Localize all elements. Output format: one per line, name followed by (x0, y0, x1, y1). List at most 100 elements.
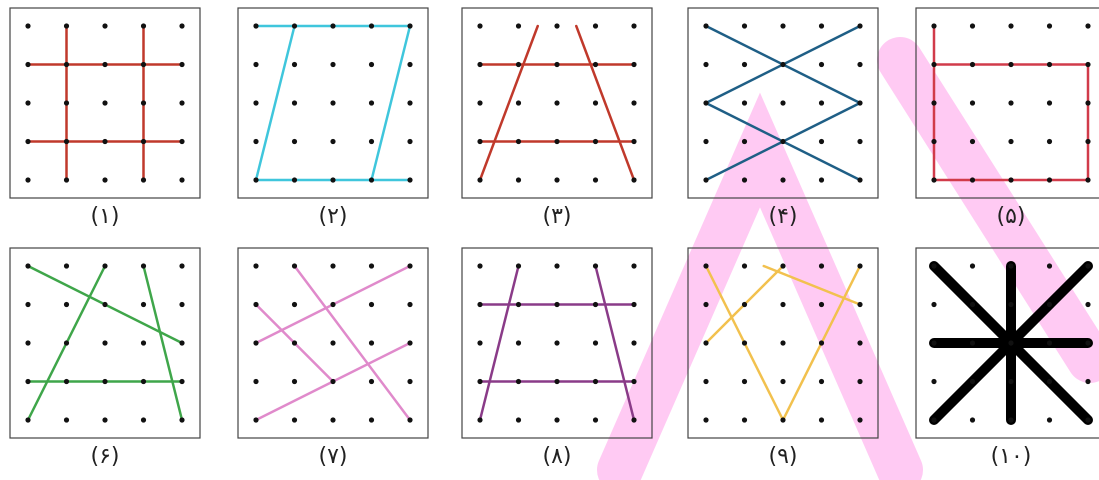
peg-dot (1046, 301, 1053, 308)
peg-dot (330, 378, 336, 385)
peg-dot (818, 263, 825, 269)
peg-dot (407, 23, 413, 29)
peg-dot (407, 263, 413, 269)
peg-dot (330, 340, 336, 346)
peg-dot (1008, 100, 1014, 106)
peg-dot (102, 417, 108, 423)
peg-dot (515, 177, 522, 183)
peg-dot (969, 340, 976, 346)
peg-dot (407, 138, 413, 145)
peg-dot (857, 417, 863, 423)
peg-dot (592, 417, 599, 423)
peg-dot (741, 417, 748, 423)
peg-dot (330, 301, 336, 308)
peg-dot (592, 100, 599, 106)
peg-dot (515, 138, 522, 145)
peg-dot (140, 417, 147, 423)
peg-dot (703, 301, 709, 308)
geoboard-panel-3 (461, 7, 653, 199)
peg-dot (253, 301, 259, 308)
peg-dot (1085, 263, 1091, 269)
peg-dot (1085, 61, 1091, 68)
peg-dot (554, 263, 560, 269)
peg-dot (1046, 138, 1053, 145)
peg-dot (631, 301, 637, 308)
peg-dot (330, 177, 336, 183)
peg-dot (931, 263, 937, 269)
panel-caption-9: (۹) (768, 444, 798, 469)
peg-dot (1046, 417, 1053, 423)
peg-dot (703, 417, 709, 423)
peg-dot (969, 23, 976, 29)
peg-dot (63, 263, 70, 269)
peg-dot (140, 263, 147, 269)
peg-dot (554, 417, 560, 423)
peg-dot (291, 340, 298, 346)
peg-dot (25, 177, 31, 183)
peg-dot (780, 177, 786, 183)
peg-dot (1008, 340, 1014, 346)
peg-dot (818, 301, 825, 308)
peg-dot (741, 340, 748, 346)
peg-dot (592, 177, 599, 183)
peg-dot (857, 340, 863, 346)
peg-dot (253, 61, 259, 68)
peg-dot (969, 378, 976, 385)
peg-dot (818, 177, 825, 183)
peg-dot (102, 378, 108, 385)
panel-caption-8: (۸) (542, 444, 572, 469)
panel-caption-10: (۱۰) (990, 444, 1032, 469)
peg-dot (63, 138, 70, 145)
peg-dot (703, 100, 709, 106)
peg-dot (253, 340, 259, 346)
peg-dot (407, 301, 413, 308)
peg-dot (592, 23, 599, 29)
peg-dot (25, 61, 31, 68)
peg-dot (554, 100, 560, 106)
peg-dot (857, 378, 863, 385)
peg-dot (179, 61, 185, 68)
peg-dot (291, 417, 298, 423)
peg-dot (631, 378, 637, 385)
peg-dot (703, 177, 709, 183)
peg-dot (1046, 177, 1053, 183)
peg-dot (703, 263, 709, 269)
peg-dot (969, 100, 976, 106)
peg-dot (140, 138, 147, 145)
peg-dot (63, 177, 70, 183)
peg-dot (291, 301, 298, 308)
peg-dot (780, 417, 786, 423)
geoboard-panel-1 (9, 7, 201, 199)
peg-dot (931, 177, 937, 183)
watermark-path (597, 37, 1099, 480)
peg-dot (407, 417, 413, 423)
geoboard-panel-5 (915, 7, 1099, 199)
peg-dot (330, 61, 336, 68)
segment-3 (478, 264, 520, 422)
peg-dot (407, 340, 413, 346)
peg-dot (857, 100, 863, 106)
peg-dot (554, 301, 560, 308)
peg-dot (253, 378, 259, 385)
peg-dot (253, 263, 259, 269)
peg-dot (291, 100, 298, 106)
peg-dot (477, 138, 483, 145)
peg-dot (25, 417, 31, 423)
peg-dot (477, 417, 483, 423)
peg-dot (368, 417, 375, 423)
peg-dot (631, 100, 637, 106)
peg-dot (554, 23, 560, 29)
peg-dot (330, 417, 336, 423)
peg-dot (291, 263, 298, 269)
peg-dot (515, 340, 522, 346)
peg-dot (780, 138, 786, 145)
peg-dot (179, 263, 185, 269)
peg-dot (857, 263, 863, 269)
peg-dot (179, 100, 185, 106)
panel-frame (915, 247, 1099, 439)
peg-dot (25, 301, 31, 308)
peg-dot (368, 340, 375, 346)
peg-dot (1085, 340, 1091, 346)
peg-dot (515, 263, 522, 269)
